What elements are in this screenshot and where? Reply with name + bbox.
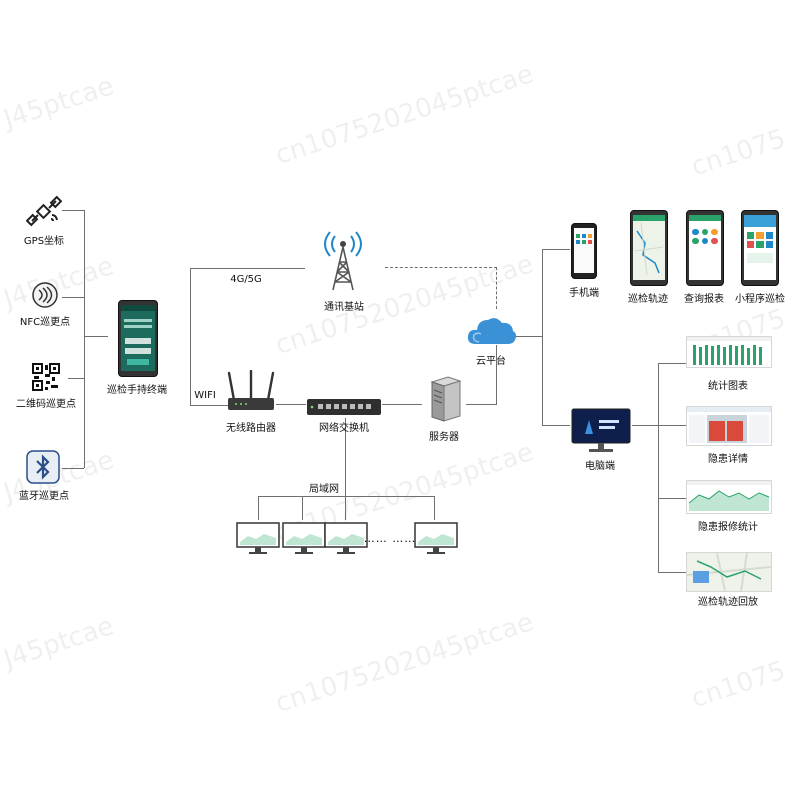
cellular-link-label: 4G/5G	[230, 274, 262, 285]
router-icon	[226, 369, 276, 412]
server-icon	[426, 376, 462, 422]
satellite-icon	[25, 195, 63, 229]
watermark-text: cn1075202045ptcae	[271, 59, 538, 171]
input-label-nfc: NFC巡更点	[19, 317, 71, 328]
handheld-terminal	[118, 300, 158, 377]
mobile-screen-label: 查询报表	[684, 294, 724, 305]
tower-label: 通讯基站	[324, 302, 364, 313]
mobile-screen-miniprogram	[741, 210, 779, 286]
watermark-text: cn1075	[687, 123, 790, 183]
switch-icon	[306, 397, 382, 417]
desktop-screen-hazard	[686, 406, 772, 446]
mobile-screen-label: 小程序巡检	[735, 294, 785, 305]
lan-label: 局域网	[309, 484, 339, 495]
router-label: 无线路由器	[226, 423, 276, 434]
desktop-screen-label: 隐患详情	[708, 454, 748, 465]
desktop-screen-label: 隐患报修统计	[698, 522, 758, 533]
cloud-label: 云平台	[476, 356, 506, 367]
cloud-icon	[466, 314, 518, 346]
mobile-label: 手机端	[569, 288, 599, 299]
desktop-monitor-icon	[571, 408, 631, 454]
desktop-screen-label: 统计图表	[708, 381, 748, 392]
watermark-text: cn1075202045ptcae	[271, 607, 538, 719]
desktop-screen-track-playback	[686, 552, 772, 592]
wifi-link-label: WIFI	[194, 390, 216, 401]
input-label-bluetooth: 蓝牙巡更点	[19, 491, 69, 502]
desktop-screen-stats	[686, 336, 772, 368]
qr-code-icon	[32, 363, 60, 391]
watermark-text: J45ptcae	[0, 71, 118, 135]
handheld-label: 巡检手持终端	[107, 385, 167, 396]
lan-monitor-icon	[414, 522, 458, 556]
desktop-screen-label: 巡检轨迹回放	[698, 597, 758, 608]
server-label: 服务器	[429, 432, 459, 443]
lan-ellipsis: …… ……	[363, 532, 417, 545]
mobile-phone-icon	[571, 223, 597, 279]
nfc-icon	[30, 280, 60, 310]
mobile-screen-report	[686, 210, 724, 286]
lan-monitor-icon	[324, 522, 368, 556]
input-label-qr: 二维码巡更点	[16, 399, 76, 410]
switch-label: 网络交换机	[319, 423, 369, 434]
lan-monitor-icon	[282, 522, 326, 556]
mobile-screen-label: 巡检轨迹	[628, 294, 668, 305]
mobile-screen-track	[630, 210, 668, 286]
watermark-text: cn1075	[687, 655, 790, 715]
watermark-text: J45ptcae	[0, 611, 118, 675]
input-label-gps: GPS坐标	[23, 236, 65, 247]
desktop-label: 电脑端	[585, 461, 615, 472]
desktop-screen-repair-stats	[686, 480, 772, 514]
lan-monitor-icon	[236, 522, 280, 556]
tower-icon	[322, 230, 364, 292]
bluetooth-icon	[26, 450, 60, 484]
